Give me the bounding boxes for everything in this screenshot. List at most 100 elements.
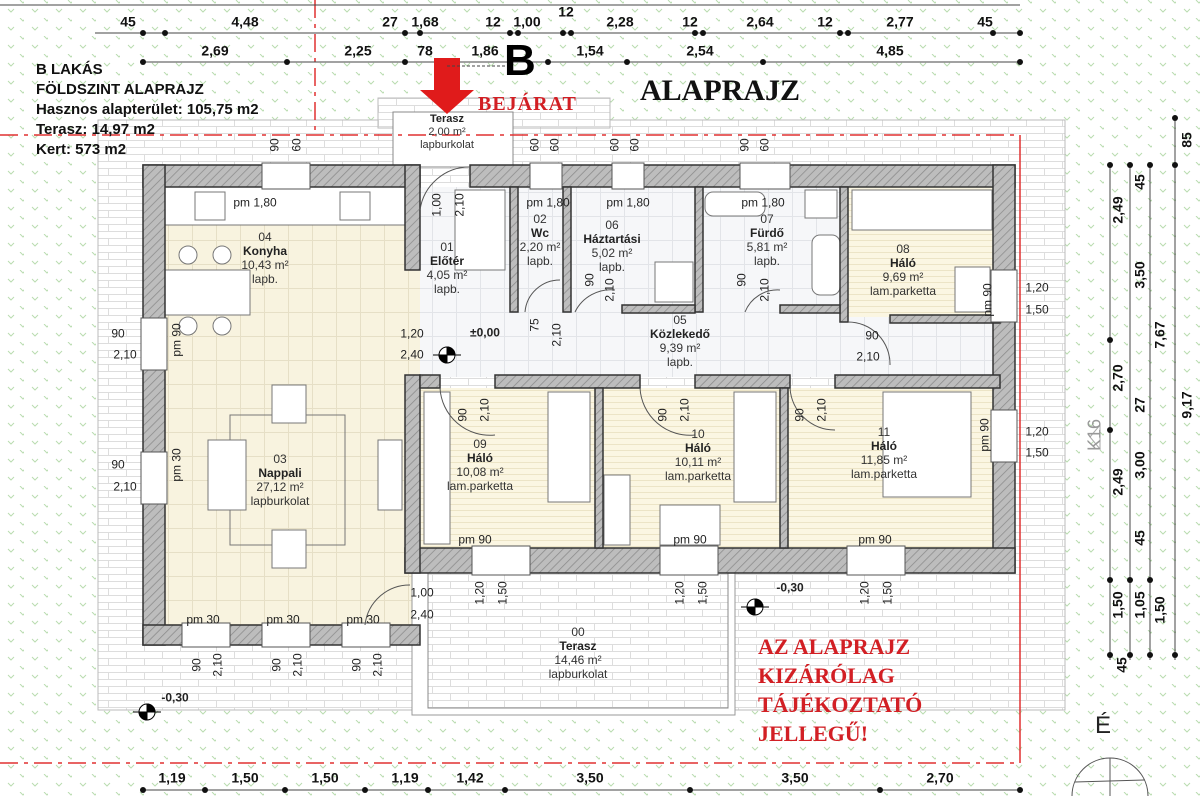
annotation-label: 60 bbox=[607, 138, 622, 152]
dimension-label: 2,64 bbox=[746, 13, 774, 30]
dimension-label: 45 bbox=[1113, 657, 1130, 673]
room-area: 4,05 m² bbox=[426, 268, 468, 282]
room-floor: lapburkolat bbox=[548, 667, 608, 681]
annotation-label: 2,10 bbox=[370, 653, 385, 677]
dimension-label: 45 bbox=[977, 13, 993, 30]
annotation-label: pm 1,80 bbox=[526, 195, 570, 210]
annotation-label: pm 90 bbox=[980, 283, 995, 317]
annotation-label: pm 1,80 bbox=[741, 195, 785, 210]
dimension-label: 1,50 bbox=[1151, 596, 1168, 624]
annotation-label: 2,40 bbox=[410, 607, 434, 622]
dimension-label: 1,68 bbox=[411, 13, 439, 30]
room-number: 07 bbox=[760, 212, 774, 226]
room-area: 11,85 m² bbox=[860, 453, 908, 467]
room-area: 2,20 m² bbox=[519, 240, 561, 254]
annotation-label: 2,10 bbox=[757, 278, 772, 302]
disclaimer-line: KIZÁRÓLAG bbox=[758, 663, 895, 688]
room-area: 10,08 m² bbox=[456, 465, 504, 479]
room-floor: lam.parketta bbox=[664, 469, 732, 483]
annotation-label: pm 1,80 bbox=[606, 195, 650, 210]
dimension-label: 85 bbox=[1178, 132, 1195, 148]
dimension-label: 3,50 bbox=[576, 769, 604, 786]
dimension-label: 1,19 bbox=[158, 769, 186, 786]
annotation-label: 1,20 bbox=[400, 326, 424, 341]
room-area: 9,39 m² bbox=[659, 341, 701, 355]
dimension-label: 3,00 bbox=[1131, 451, 1148, 479]
annotation-label: 2,10 bbox=[113, 479, 137, 494]
room-area: 5,02 m² bbox=[591, 246, 633, 260]
annotation-label: pm 30 bbox=[346, 612, 380, 627]
dimension-label: 3,50 bbox=[781, 769, 809, 786]
annotation-label: 60 bbox=[289, 138, 304, 152]
annotation-label: 90 bbox=[189, 658, 204, 672]
annotation-label: 90 bbox=[455, 408, 470, 422]
disclaimer-line: JELLEGŰ! bbox=[758, 721, 869, 746]
title-block: B LAKÁS FÖLDSZINT ALAPRAJZ Hasznos alapt… bbox=[36, 60, 259, 160]
terrace-area: Terasz: 14,97 m2 bbox=[36, 121, 155, 138]
dimension-label: 2,49 bbox=[1109, 196, 1126, 224]
north-arrow-icon bbox=[1071, 757, 1149, 796]
dimension-label: 2,69 bbox=[201, 42, 229, 59]
annotation-label: pm 90 bbox=[977, 418, 992, 452]
dimension-label: 1,86 bbox=[471, 42, 499, 59]
dimension-label: 12 bbox=[682, 13, 698, 30]
annotation-label: 2,10 bbox=[210, 653, 225, 677]
room-floor: lam.parketta bbox=[850, 467, 918, 481]
annotation-label: 1,50 bbox=[1025, 445, 1049, 460]
annotation-label: 75 bbox=[527, 318, 542, 332]
dimension-label: 1,50 bbox=[311, 769, 339, 786]
room-area: 10,11 m² bbox=[674, 455, 722, 469]
room-name: Nappali bbox=[258, 466, 302, 480]
dimension-label: 2,25 bbox=[344, 42, 372, 59]
room-name: Fürdő bbox=[750, 226, 784, 240]
dimension-label: 1,05 bbox=[1131, 591, 1148, 619]
dimension-label: 4,48 bbox=[231, 13, 259, 30]
annotation-label: -0,30 bbox=[161, 690, 189, 705]
annotation-label: pm 30 bbox=[266, 612, 300, 627]
room-name: Háló bbox=[684, 441, 711, 455]
dimension-label: 78 bbox=[417, 42, 433, 59]
room-area: 27,12 m² bbox=[256, 480, 304, 494]
room-number: 04 bbox=[258, 230, 272, 244]
annotation-label: 2,10 bbox=[677, 398, 692, 422]
room-floor: lapburkolat bbox=[250, 494, 310, 508]
room-number: 03 bbox=[273, 452, 287, 466]
annotation-label: 90 bbox=[349, 658, 364, 672]
annotation-label: 2,10 bbox=[290, 653, 305, 677]
dimension-label: 2,70 bbox=[1109, 364, 1126, 392]
annotation-label: 1,50 bbox=[695, 581, 710, 605]
annotation-label: 90 bbox=[582, 273, 597, 287]
room-number: 09 bbox=[473, 437, 487, 451]
room-name: Terasz bbox=[559, 639, 597, 653]
annotation-label: pm 90 bbox=[458, 532, 492, 547]
dimension-label: 2,49 bbox=[1109, 468, 1126, 496]
dimension-label: 45 bbox=[120, 13, 136, 30]
annotation-label: 1,50 bbox=[495, 581, 510, 605]
plan-label: FÖLDSZINT ALAPRAJZ bbox=[36, 81, 204, 98]
room-floor: lam.parketta bbox=[869, 284, 937, 298]
dimension-label: 3,50 bbox=[1131, 261, 1148, 289]
section-marker: B bbox=[504, 36, 536, 85]
dimension-label: 1,50 bbox=[231, 769, 259, 786]
entrance-arrow-icon bbox=[420, 58, 474, 114]
room-name: Terasz bbox=[429, 113, 465, 125]
disclaimer: AZ ALAPRAJZ KIZÁRÓLAG TÁJÉKOZTATÓ JELLEG… bbox=[758, 632, 922, 748]
annotation-label: 90 bbox=[111, 326, 125, 341]
room-area: 2,00 m² bbox=[428, 126, 466, 138]
annotation-label: 90 bbox=[267, 138, 282, 152]
room-number: 02 bbox=[533, 212, 547, 226]
dimension-label: 12 bbox=[485, 13, 501, 30]
annotation-label: 90 bbox=[737, 138, 752, 152]
room-area: 14,46 m² bbox=[554, 653, 602, 667]
annotation-label: 2,10 bbox=[602, 278, 617, 302]
dimension-label: 2,70 bbox=[926, 769, 954, 786]
room-number: 05 bbox=[673, 313, 687, 327]
